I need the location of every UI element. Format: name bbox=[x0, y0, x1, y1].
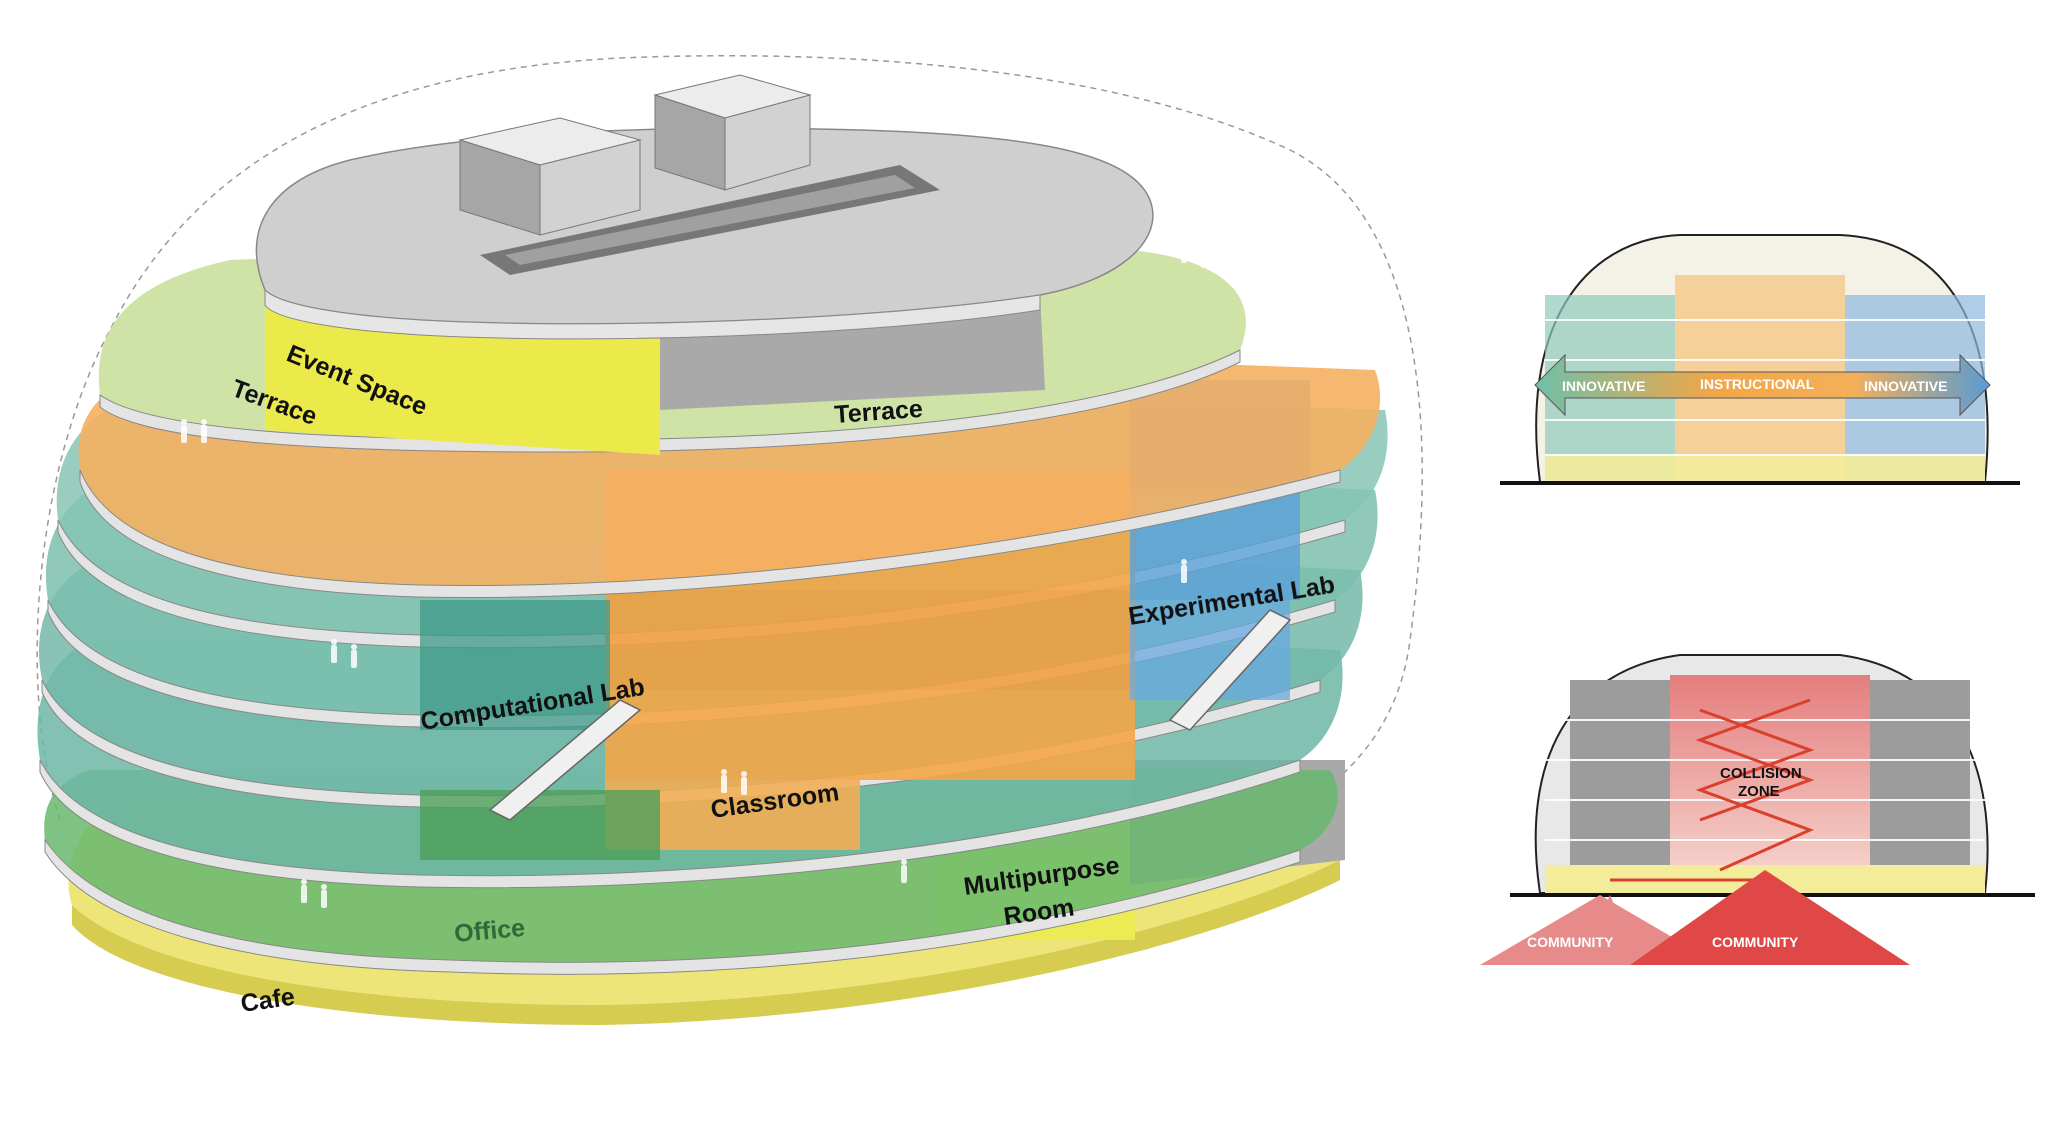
slab-top-orange bbox=[79, 469, 1341, 599]
label-office: Office bbox=[453, 914, 526, 948]
label-community-left: COMMUNITY bbox=[1527, 934, 1614, 950]
envelope-outline bbox=[36, 54, 1423, 881]
spectrum-arrow bbox=[1534, 353, 1991, 417]
roof-edge bbox=[264, 288, 1041, 340]
collision-zone bbox=[1670, 675, 1870, 870]
label-collision-line2: ZONE bbox=[1738, 783, 1780, 800]
label-innovative-right: INNOVATIVE bbox=[1864, 378, 1948, 394]
section-collision: COLLISION ZONE COMMUNITY COMMUNITY bbox=[1480, 654, 2035, 965]
section-spectrum: INNOVATIVE INSTRUCTIONAL INNOVATIVE bbox=[1500, 234, 2020, 485]
classroom-core-2 bbox=[605, 590, 1135, 690]
computational-lab-box bbox=[420, 600, 610, 730]
spectrum-ground-band bbox=[1545, 455, 1985, 482]
label-terrace-center: Terrace bbox=[833, 395, 923, 429]
label-instructional: INSTRUCTIONAL bbox=[1700, 376, 1815, 392]
slab-computational-1 bbox=[39, 759, 1301, 889]
community-right-fan bbox=[1630, 870, 1910, 965]
label-innovative-left: INNOVATIVE bbox=[1562, 378, 1646, 394]
collision-floor-lines bbox=[1545, 719, 1985, 841]
collision-block-right bbox=[1870, 680, 1970, 870]
people-silhouettes bbox=[181, 239, 1207, 908]
classroom-core-3 bbox=[605, 690, 1135, 780]
label-collision-line1: COLLISION bbox=[1720, 765, 1802, 782]
stair-experimental bbox=[1168, 609, 1292, 731]
collision-block-left bbox=[1570, 680, 1670, 870]
office-core bbox=[420, 790, 660, 860]
axon-building: Event Space Terrace Terrace Experimental… bbox=[36, 54, 1423, 1025]
rooftop-box-1 bbox=[458, 117, 642, 236]
collision-arrows bbox=[1610, 698, 1815, 882]
slab-office bbox=[44, 838, 1301, 975]
stair-computational bbox=[488, 699, 642, 821]
label-community-right: COMMUNITY bbox=[1712, 934, 1799, 950]
roof-skylight-inner bbox=[505, 175, 915, 265]
spectrum-floor-lines bbox=[1545, 319, 1985, 456]
rooftop-box-2 bbox=[653, 74, 812, 191]
